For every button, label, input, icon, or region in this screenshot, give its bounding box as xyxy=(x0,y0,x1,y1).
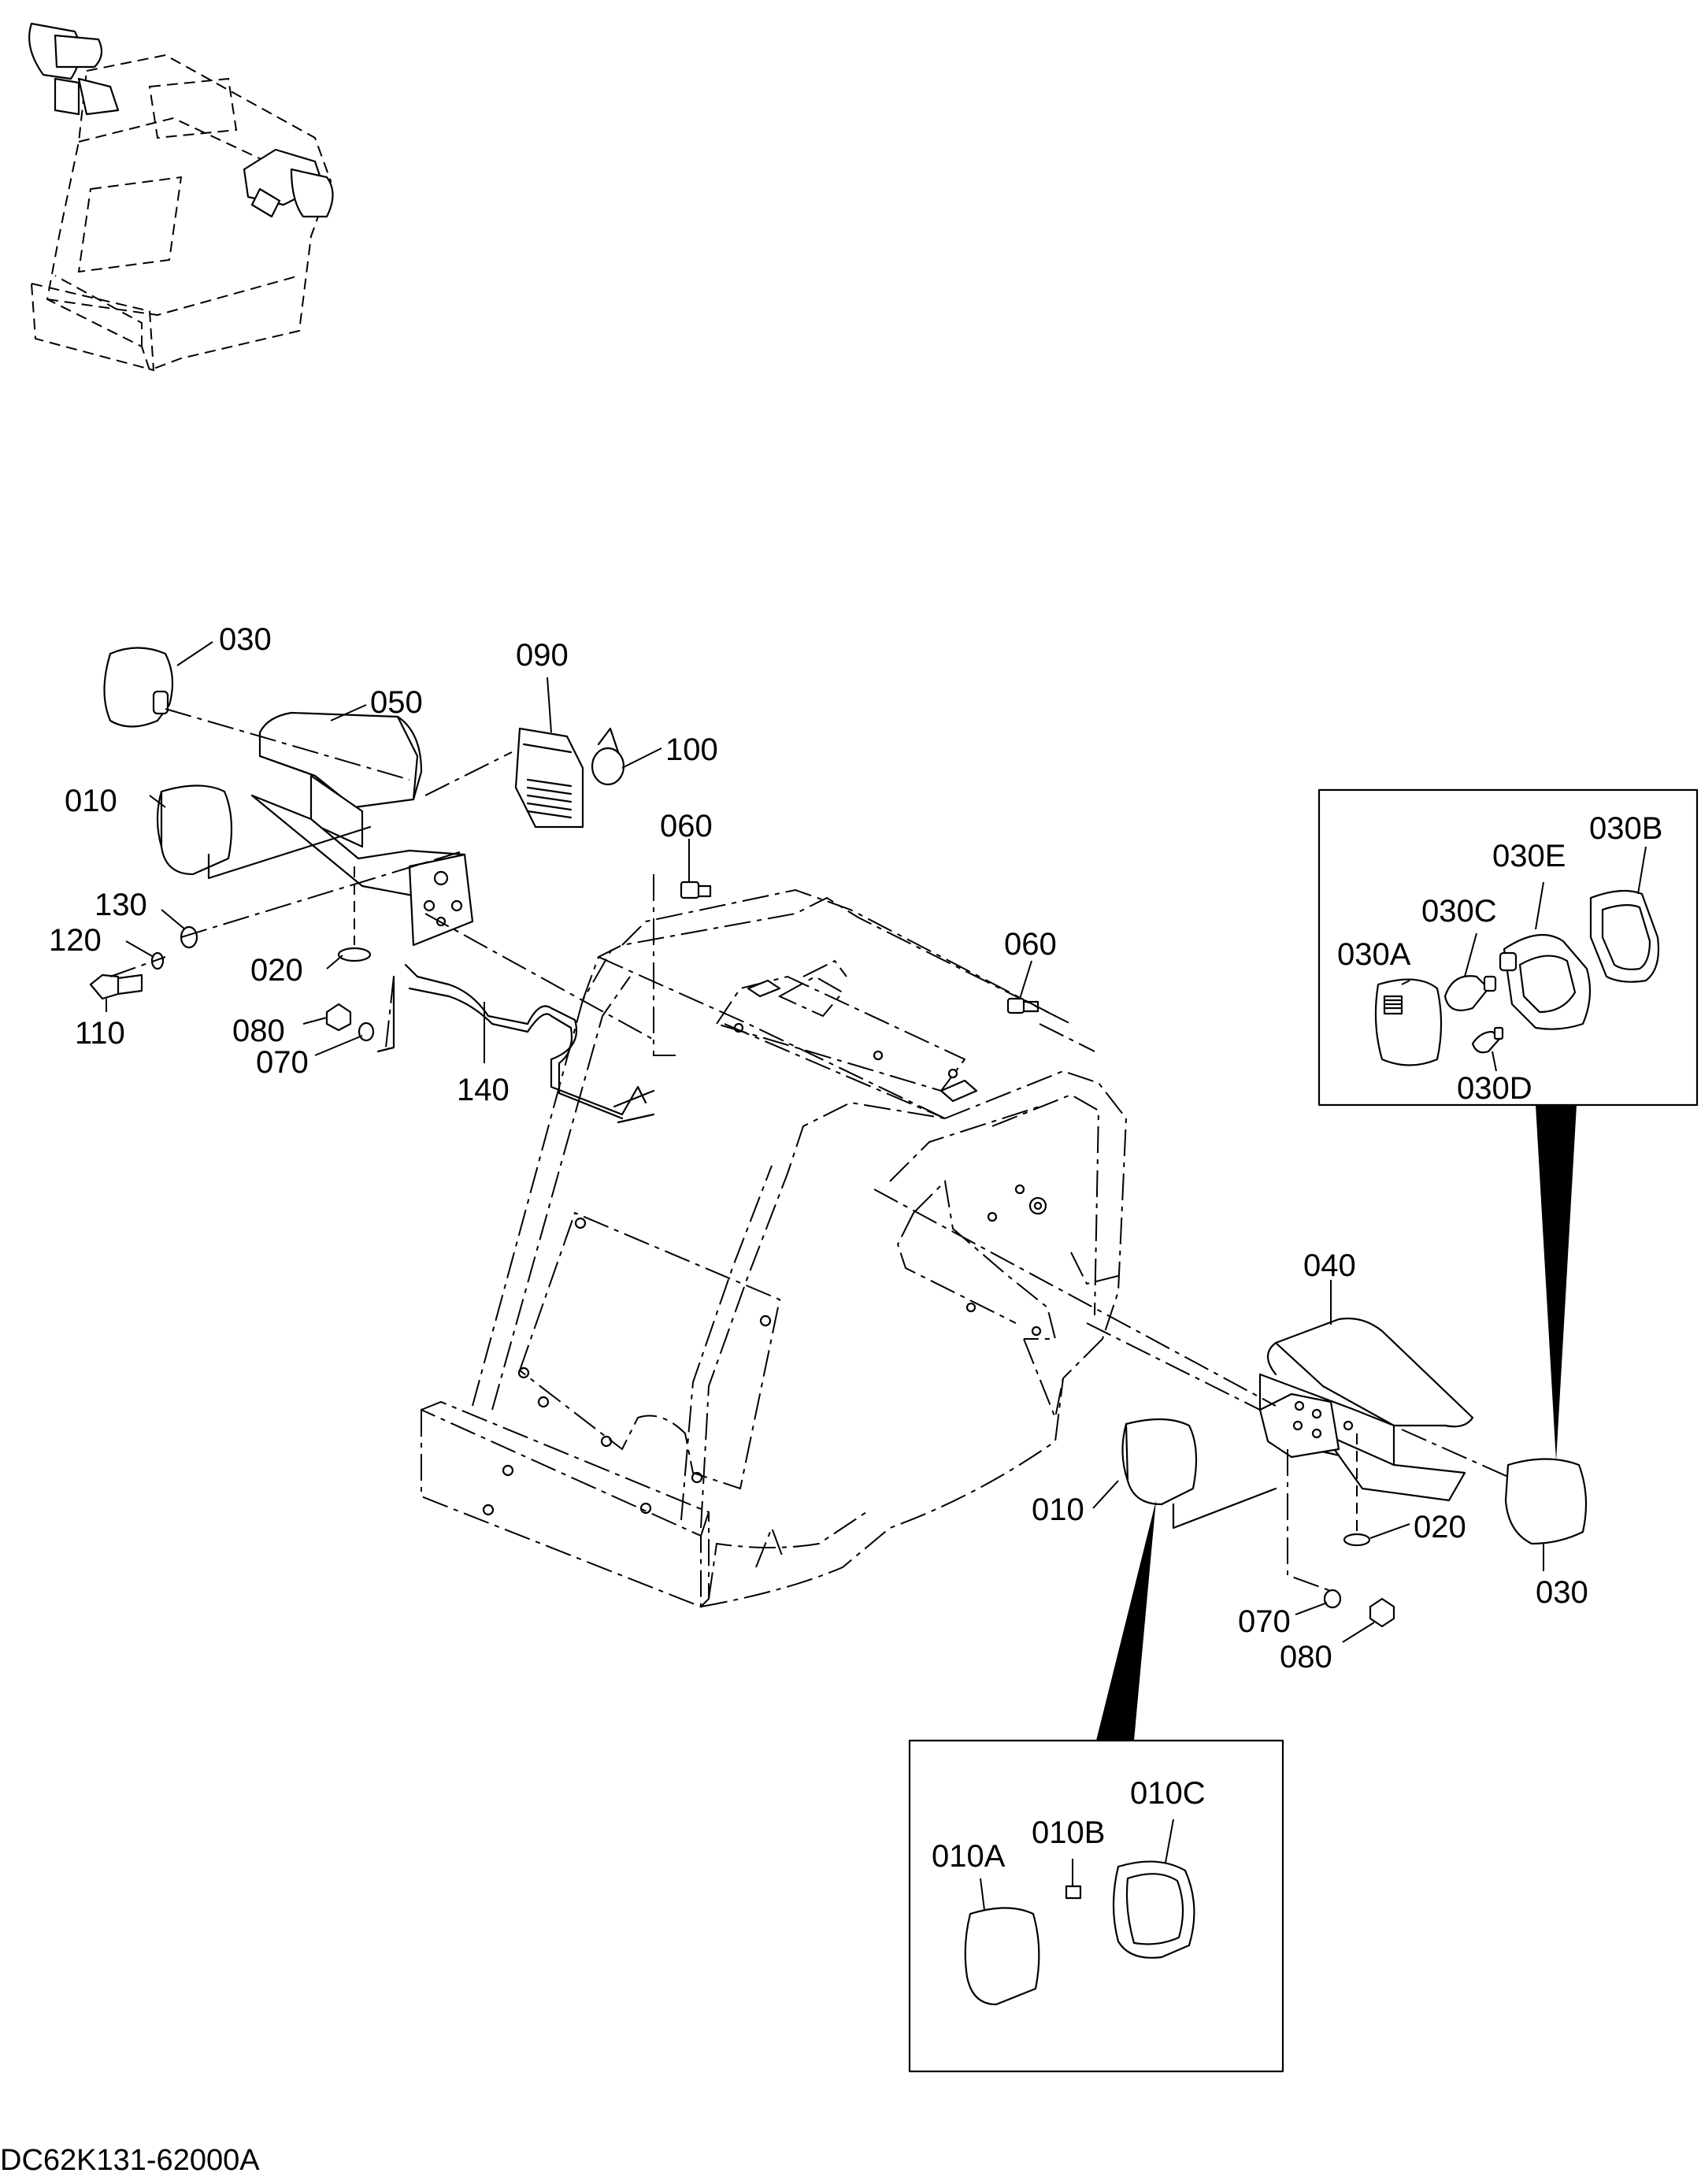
callout-030E: 030E xyxy=(1492,839,1566,873)
callout-120: 120 xyxy=(49,923,102,958)
callout-010-right: 010 xyxy=(1032,1492,1084,1527)
callout-030C: 030C xyxy=(1421,894,1497,929)
callout-010-left: 010 xyxy=(65,784,117,818)
work-lamp-right xyxy=(1125,1418,1198,1506)
work-lamp-left xyxy=(160,784,233,876)
callout-030A: 030A xyxy=(1337,937,1411,972)
rear-lamp-left xyxy=(103,647,174,728)
callout-050: 050 xyxy=(370,685,423,720)
callout-010C: 010C xyxy=(1130,1776,1206,1811)
drawing-code: DC62K131-62000A xyxy=(0,2144,260,2177)
callout-labels: 030 050 090 100 010 060 130 120 020 110 … xyxy=(0,622,1662,2177)
callout-110: 110 xyxy=(75,1016,125,1051)
cover-040 xyxy=(1274,1317,1474,1428)
callout-020-right: 020 xyxy=(1414,1510,1466,1544)
detail-pointer-010 xyxy=(1096,1500,1156,1741)
callout-080-right: 080 xyxy=(1280,1640,1332,1674)
callout-100: 100 xyxy=(665,732,718,767)
leader-lines xyxy=(106,641,1647,1911)
callout-080-left: 080 xyxy=(232,1014,285,1048)
callout-060-a: 060 xyxy=(660,809,713,844)
detail-pointer-030 xyxy=(1536,1105,1577,1461)
callout-090: 090 xyxy=(516,638,569,673)
callout-010B: 010B xyxy=(1032,1815,1105,1850)
callout-070-left: 070 xyxy=(256,1045,309,1080)
horn-guard xyxy=(514,727,584,829)
callout-130: 130 xyxy=(94,888,147,922)
horn-grill xyxy=(526,778,573,819)
callout-040: 040 xyxy=(1303,1248,1356,1283)
detail-box-030 xyxy=(1317,788,1699,1107)
harness-140 xyxy=(404,963,647,1116)
cover-050 xyxy=(258,711,419,809)
callout-030D: 030D xyxy=(1457,1071,1532,1106)
overview-thumbnail xyxy=(28,22,334,372)
right-light-assembly xyxy=(873,997,1588,1628)
rear-lamp-right xyxy=(1504,1458,1588,1545)
callout-070-right: 070 xyxy=(1238,1604,1291,1639)
detail-box-010 xyxy=(908,1739,1284,2073)
callout-030-top: 030 xyxy=(219,622,272,657)
callout-030-right: 030 xyxy=(1536,1575,1588,1610)
horn-100 xyxy=(591,747,625,786)
callout-030B: 030B xyxy=(1589,811,1662,846)
callout-140: 140 xyxy=(457,1073,510,1107)
callout-010A: 010A xyxy=(932,1839,1006,1874)
callout-060-b: 060 xyxy=(1004,927,1057,962)
left-light-assembly xyxy=(89,647,1095,1124)
callout-020-left: 020 xyxy=(250,953,303,988)
